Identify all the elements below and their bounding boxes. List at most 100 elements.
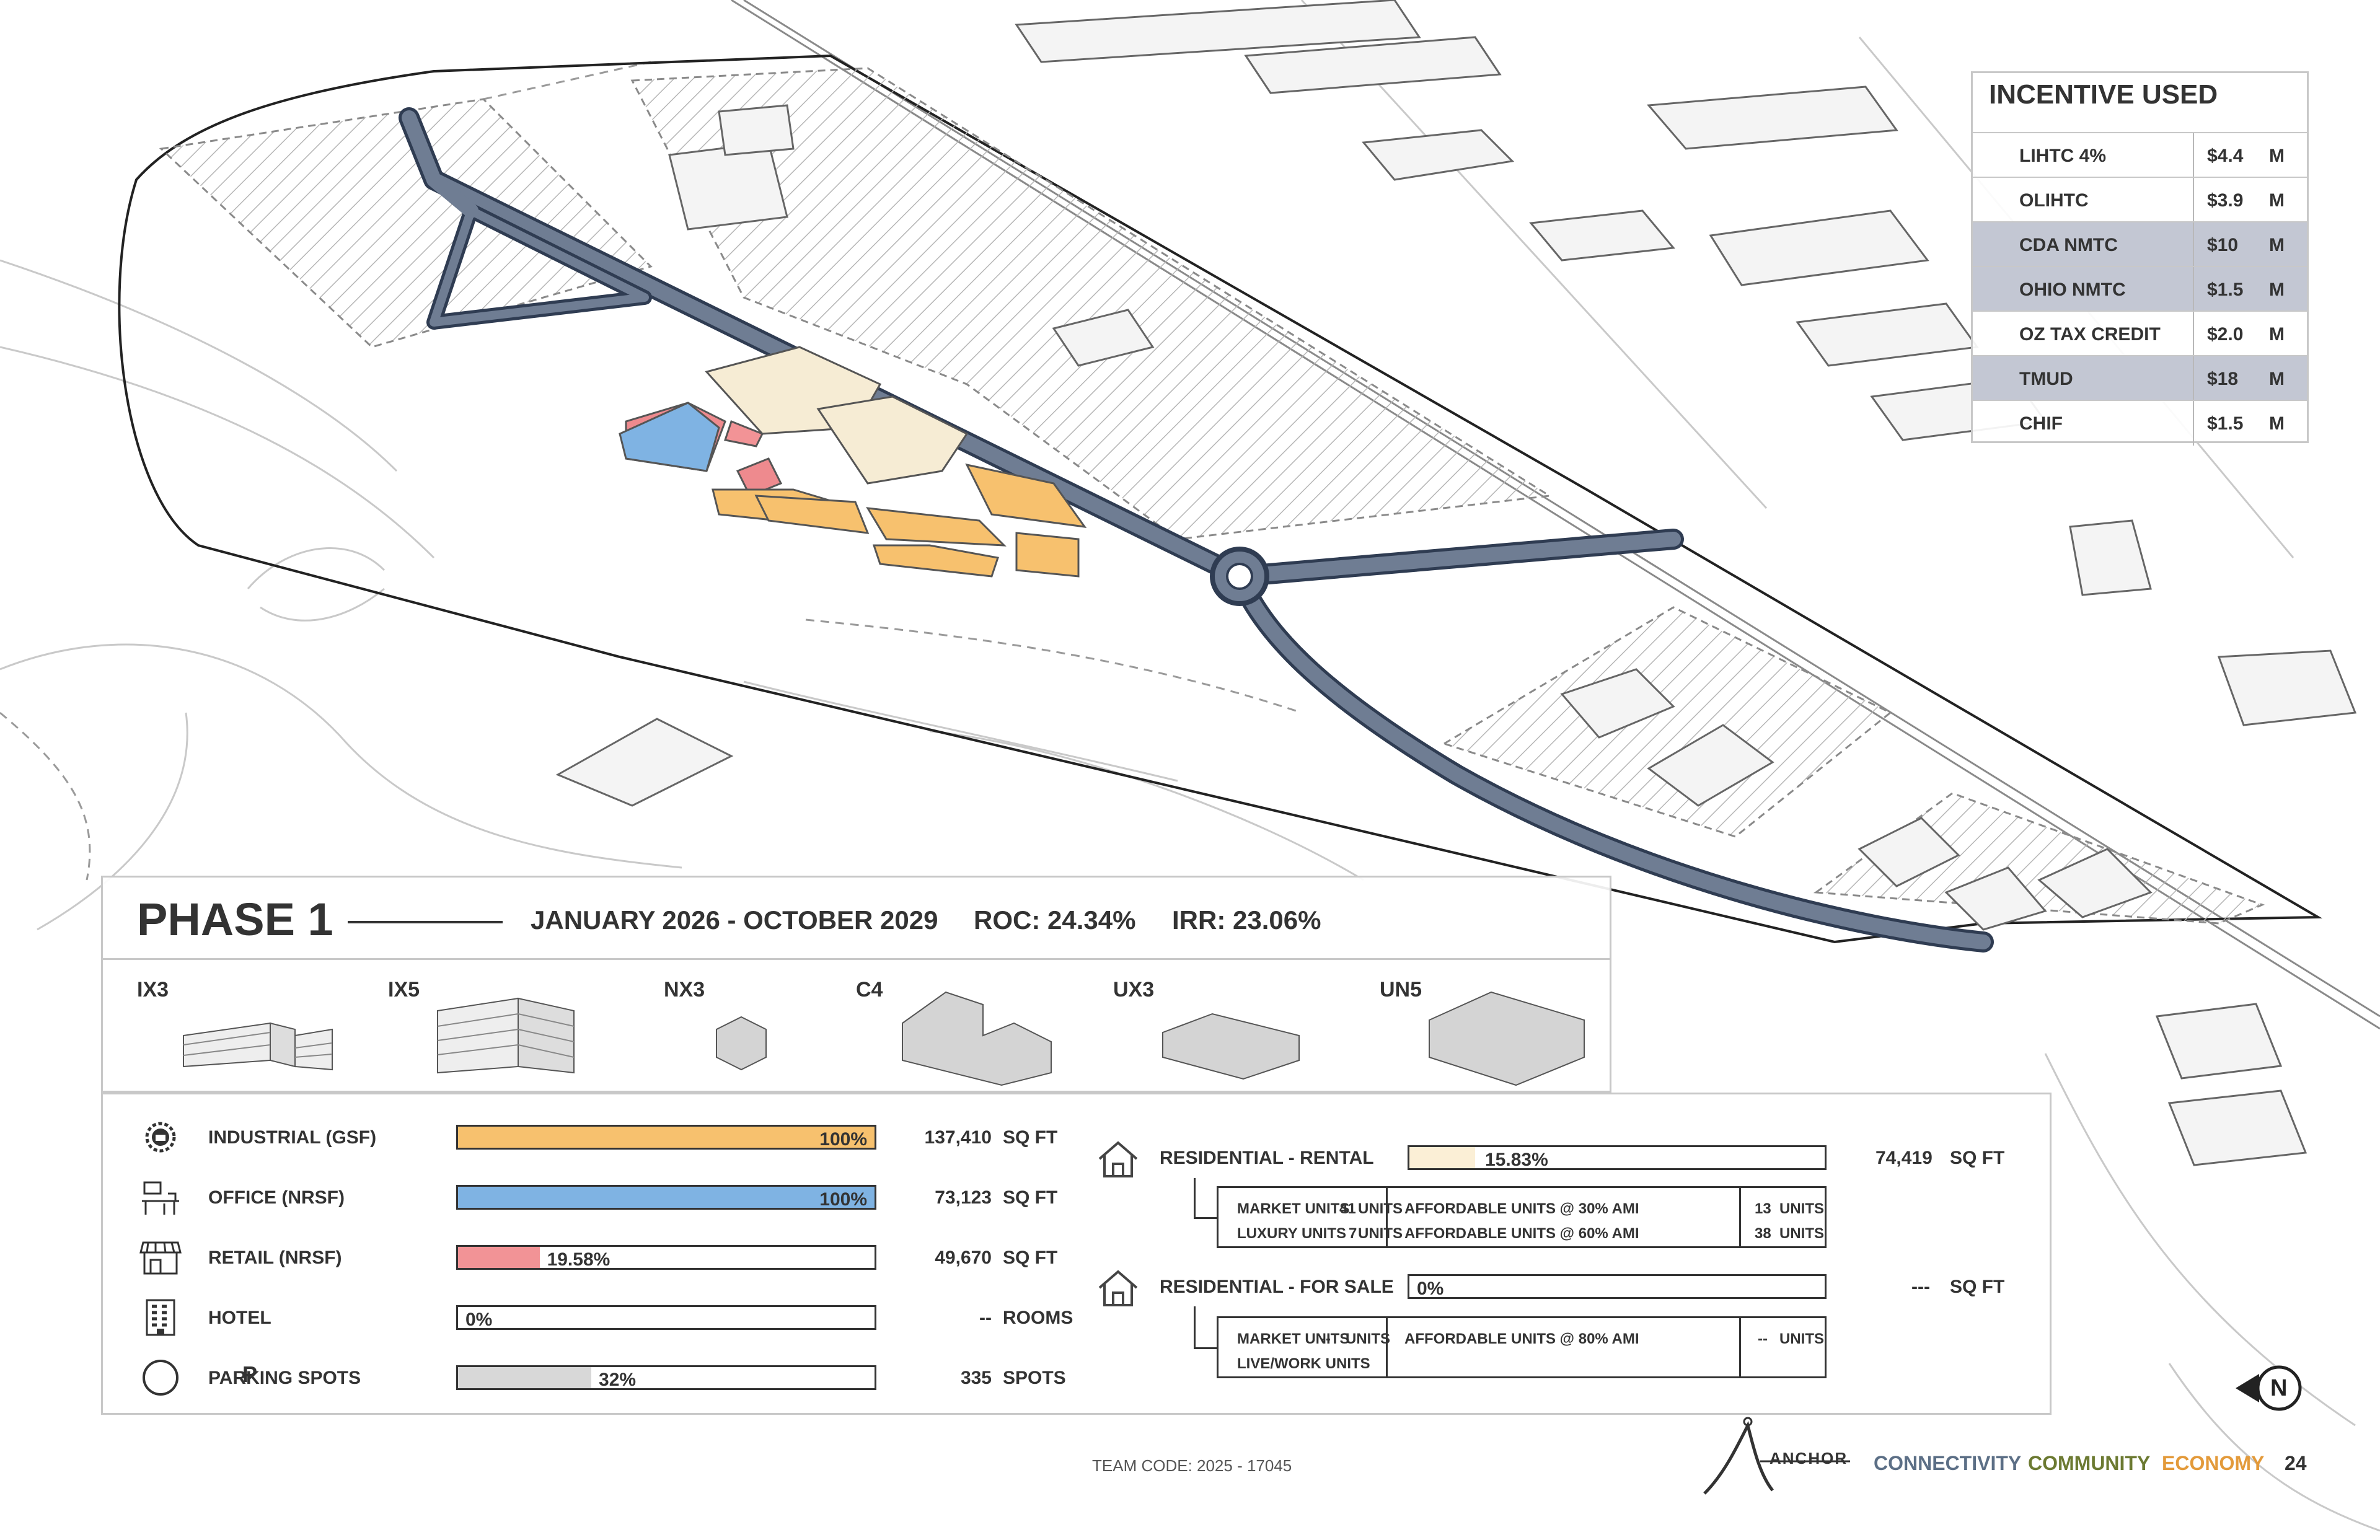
metric-bar: 19.58% <box>456 1245 876 1270</box>
incentive-value: $2.0 <box>2207 324 2244 345</box>
affordable-80-unit: UNITS <box>1779 1331 1824 1347</box>
building-type-ux3: UX3 <box>1113 978 1155 1001</box>
phase-title: PHASE 1 <box>137 894 333 945</box>
tagline-economy: ECONOMY <box>2162 1452 2265 1474</box>
metric-value: 137,410 <box>924 1127 992 1148</box>
incentive-name: CDA NMTC <box>2019 235 2118 255</box>
incentive-name: CHIF <box>2019 413 2063 434</box>
hotel-building-icon <box>146 1299 175 1336</box>
incentive-name: TMUD <box>2019 369 2073 389</box>
office-desk-icon <box>142 1181 179 1215</box>
incentive-name: LIHTC 4% <box>2019 146 2107 166</box>
metric-label: INDUSTRIAL (GSF) <box>208 1127 377 1148</box>
ix5-building-thumbnail <box>437 997 575 1074</box>
metric-unit: SQ FT <box>1003 1247 1058 1268</box>
ix3-building-thumbnail <box>183 1022 333 1071</box>
phase-dates: JANUARY 2026 - OCTOBER 2029 <box>531 905 938 935</box>
affordable-60-count: 38 <box>1755 1225 1771 1242</box>
metric-value: -- <box>979 1308 992 1328</box>
nx3-building-thumbnail <box>716 1016 767 1071</box>
luxury-units-unit: UNITS <box>1358 1225 1403 1242</box>
incentive-unit: M <box>2269 279 2285 300</box>
metric-percent: 19.58% <box>547 1249 610 1270</box>
metric-bar-fill <box>458 1187 875 1208</box>
live-work-units-label: LIVE/WORK UNITS <box>1237 1355 1370 1372</box>
affordable-30-label: AFFORDABLE UNITS @ 30% AMI <box>1404 1200 1639 1217</box>
residential-sale-unit: SQ FT <box>1950 1277 2005 1297</box>
incentive-row: LIHTC 4% $4.4 M <box>1973 132 2307 178</box>
phase-panel: PHASE 1 JANUARY 2026 - OCTOBER 2029 ROC:… <box>101 876 1611 1093</box>
incentive-value: $4.4 <box>2207 146 2244 166</box>
affordable-60-label: AFFORDABLE UNITS @ 60% AMI <box>1404 1225 1639 1242</box>
metric-bar-fill <box>458 1247 540 1268</box>
rental-units-table: MARKET UNITS 41 UNITS LUXURY UNITS 7 UNI… <box>1217 1186 1827 1248</box>
storefront-icon <box>139 1241 182 1275</box>
metric-unit: SQ FT <box>1003 1127 1058 1148</box>
incentive-value: $1.5 <box>2207 279 2244 300</box>
market-units-label: MARKET UNITS <box>1237 1200 1350 1217</box>
incentive-unit: M <box>2269 413 2285 434</box>
residential-rental-bar: 15.83% <box>1408 1145 1827 1170</box>
luxury-units-count: 7 <box>1349 1225 1357 1242</box>
metric-percent: 32% <box>599 1370 637 1390</box>
incentive-value: $1.5 <box>2207 413 2244 434</box>
phase-roc: ROC: 24.34% <box>974 905 1136 935</box>
metric-bar: 100% <box>456 1125 876 1150</box>
metric-percent: 100% <box>819 1129 867 1150</box>
incentive-row: OHIO NMTC $1.5 M <box>1973 266 2307 312</box>
metric-label: OFFICE (NRSF) <box>208 1187 345 1208</box>
ux3-building-thumbnail <box>1162 1013 1300 1080</box>
un5-building-thumbnail <box>1429 991 1585 1086</box>
residential-rental-label: RESIDENTIAL - RENTAL <box>1160 1148 1374 1168</box>
team-code: TEAM CODE: 2025 - 17045 <box>1092 1456 1292 1475</box>
sale-market-units-unit: UNITS <box>1346 1331 1390 1347</box>
residential-sale-percent: 0% <box>1417 1278 1444 1299</box>
residential-rental-bar-fill <box>1409 1147 1476 1168</box>
metric-percent: 100% <box>819 1189 867 1210</box>
incentive-unit: M <box>2269 235 2285 255</box>
industrial-gear-icon <box>145 1122 176 1153</box>
title-divider-line <box>348 921 503 923</box>
phase-divider <box>103 958 1610 960</box>
metric-value: 335 <box>960 1368 992 1388</box>
building-type-ix3: IX3 <box>137 978 169 1001</box>
incentive-unit: M <box>2269 190 2285 211</box>
parking-icon <box>143 1360 178 1396</box>
page-number: 24 <box>2285 1452 2307 1474</box>
metric-bar-fill <box>458 1367 592 1388</box>
metric-unit: SPOTS <box>1003 1368 1066 1388</box>
metric-bar: 32% <box>456 1365 876 1390</box>
sale-market-units-count: -- <box>1321 1331 1331 1347</box>
sale-bracket-tick <box>1194 1347 1219 1349</box>
tagline-community: COMMUNITY <box>2028 1452 2151 1474</box>
affordable-80-label: AFFORDABLE UNITS @ 80% AMI <box>1404 1331 1639 1347</box>
sale-bracket-line <box>1194 1306 1196 1349</box>
building-type-nx3: NX3 <box>664 978 705 1001</box>
anchor-logo-mark <box>1703 1417 1850 1495</box>
parking-glyph: P <box>242 1362 258 1387</box>
incentive-row: CHIF $1.5 M <box>1973 400 2307 446</box>
sale-market-units-label: MARKET UNITS <box>1237 1331 1350 1347</box>
affordable-80-count: -- <box>1758 1331 1768 1347</box>
rental-bracket-tick <box>1194 1217 1219 1219</box>
residential-sale-label: RESIDENTIAL - FOR SALE <box>1160 1277 1394 1297</box>
incentive-name: OZ TAX CREDIT <box>2019 324 2161 345</box>
house-icon <box>1098 1141 1138 1177</box>
luxury-units-label: LUXURY UNITS <box>1237 1225 1347 1242</box>
incentive-unit: M <box>2269 369 2285 389</box>
building-type-un5: UN5 <box>1380 978 1422 1001</box>
residential-rental-value: 74,419 <box>1875 1148 1933 1168</box>
metric-unit: ROOMS <box>1003 1308 1073 1328</box>
incentive-name: OHIO NMTC <box>2019 279 2126 300</box>
residential-rental-unit: SQ FT <box>1950 1148 2005 1168</box>
metric-label: PARKING SPOTS <box>208 1368 361 1388</box>
affordable-60-unit: UNITS <box>1779 1225 1824 1242</box>
incentive-title: INCENTIVE USED <box>1989 79 2218 110</box>
incentive-unit: M <box>2269 146 2285 166</box>
residential-sale-value: --- <box>1911 1277 1930 1297</box>
